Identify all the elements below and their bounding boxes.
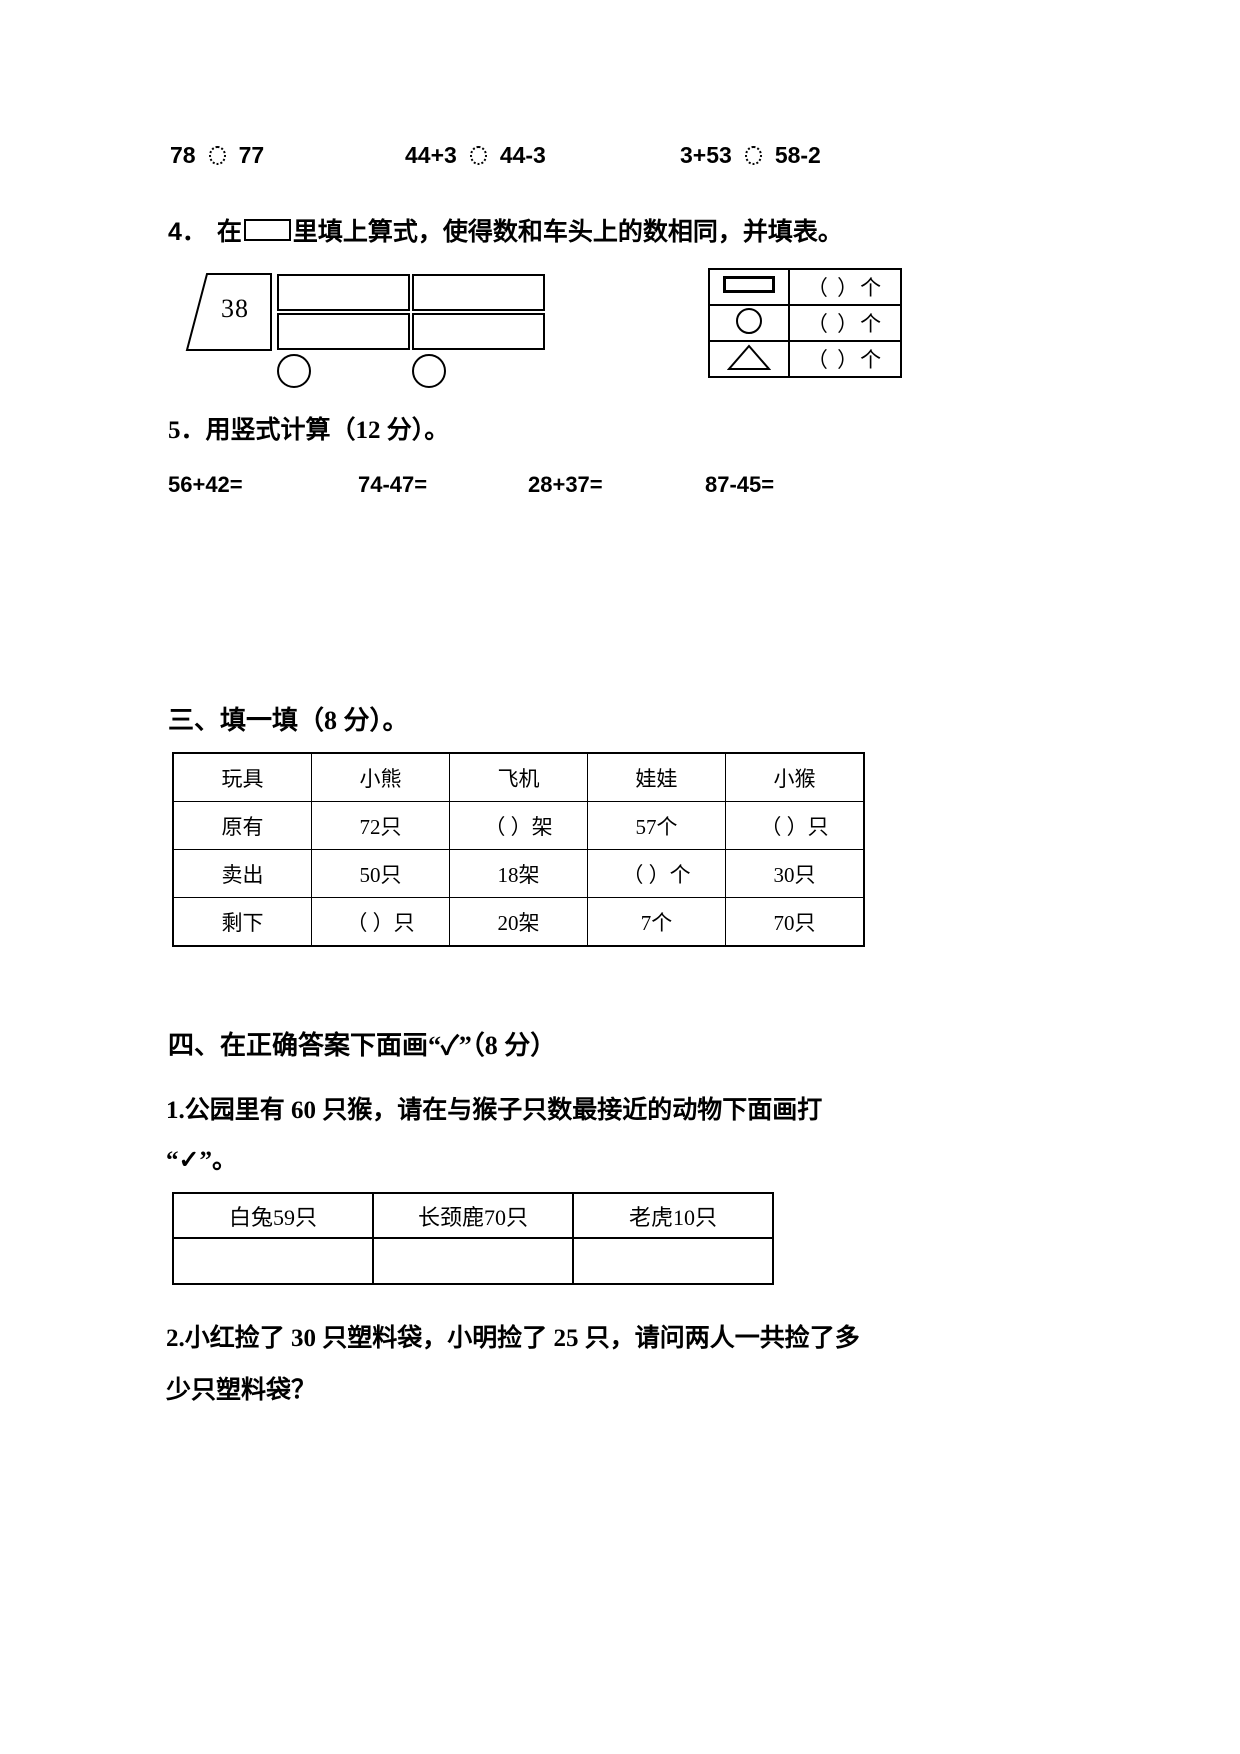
animal-option-tiger: 老虎10只 (572, 1192, 774, 1239)
toys-header-monkey: 小猴 (725, 752, 865, 802)
table-row: 原有 72只 （ ）架 57个 （ ）只 (172, 801, 865, 850)
legend-count-circle[interactable]: （ ）个 (788, 304, 902, 342)
comparison-circle-icon[interactable] (469, 146, 487, 165)
train-car-1-bottom-blank[interactable] (277, 313, 410, 350)
question-5-prompt: 5．用竖式计算（12 分）。 (168, 417, 450, 444)
compare-expressions-row: 78 77 44+3 44-3 3+53 58-2 (170, 142, 870, 176)
compare-right-2: 44-3 (499, 142, 546, 168)
animal-option-rabbit: 白兔59只 (172, 1192, 374, 1239)
q5-expression-3: 28+37= (528, 472, 603, 497)
circle-icon (736, 307, 762, 334)
toys-header-bear: 小熊 (311, 752, 450, 802)
toys-header-plane: 飞机 (449, 752, 588, 802)
q5-expression-4: 87-45= (705, 472, 775, 497)
section-4-q2-line-1: 2.小红捡了 30 只塑料袋，小明捡了 25 只，请问两人一共捡了多 (166, 1325, 860, 1352)
train-wheel-1 (277, 354, 311, 388)
animal-answer-giraffe[interactable] (372, 1237, 574, 1285)
toys-row-label-original: 原有 (172, 801, 312, 850)
animal-answer-rabbit[interactable] (172, 1237, 374, 1285)
compare-item-2: 44+3 44-3 (405, 142, 546, 169)
legend-row-triangle: （ ）个 (708, 340, 902, 378)
triangle-icon (726, 343, 772, 370)
animals-option-row: 白兔59只 长颈鹿70只 老虎10只 (172, 1192, 774, 1239)
table-row: 剩下 （ ）只 20架 7个 70只 (172, 897, 865, 947)
toys-cell-remaining-bear[interactable]: （ ）只 (311, 897, 450, 947)
toys-cell-original-doll: 57个 (587, 801, 726, 850)
compare-left-3: 3+53 (680, 142, 732, 168)
toys-cell-sold-bear: 50只 (311, 849, 450, 898)
question-4-text-after: 里填上算式，使得数和车头上的数相同，并填表。 (292, 219, 843, 246)
toys-row-label-sold: 卖出 (172, 849, 312, 898)
section-3-heading: 三、填一填（8 分）。 (168, 706, 409, 735)
toys-cell-remaining-monkey: 70只 (725, 897, 865, 947)
animal-option-giraffe: 长颈鹿70只 (372, 1192, 574, 1239)
train-engine-number: 38 (221, 294, 249, 323)
question-4-prompt: 4． 在 里填上算式，使得数和车头上的数相同，并填表。 (168, 212, 843, 248)
legend-count-triangle[interactable]: （ ）个 (788, 340, 902, 378)
rectangle-icon (723, 276, 775, 293)
legend-shape-circle-cell (708, 304, 790, 342)
section-4-q1-line-1: 1.公园里有 60 只猴，请在与猴子只数最接近的动物下面画打 (166, 1097, 823, 1124)
legend-row-circle: （ ）个 (708, 304, 902, 342)
q5-expression-1: 56+42= (168, 472, 243, 497)
question-4-text-before: 在 (216, 219, 242, 246)
train-engine-shape (185, 273, 272, 351)
toys-header-label: 玩具 (172, 752, 312, 802)
comparison-circle-icon[interactable] (208, 146, 226, 165)
animals-answer-row (172, 1237, 774, 1285)
q5-expression-2: 74-47= (358, 472, 428, 497)
section-4-q1-line-2: “✓”。 (166, 1147, 237, 1174)
legend-row-rectangle: （ ）个 (708, 268, 902, 306)
section-4-heading: 四、在正确答案下面画“✓”（8 分） (168, 1031, 557, 1060)
question-4-number: 4． (168, 218, 207, 246)
animal-answer-tiger[interactable] (572, 1237, 774, 1285)
compare-right-3: 58-2 (774, 142, 821, 168)
toys-table-header-row: 玩具 小熊 飞机 娃娃 小猴 (172, 752, 865, 802)
legend-shape-triangle-cell (708, 340, 790, 378)
toys-cell-original-bear: 72只 (311, 801, 450, 850)
legend-shape-rectangle-cell (708, 268, 790, 306)
toys-cell-remaining-plane: 20架 (449, 897, 588, 947)
train-car-1-top-blank[interactable] (277, 274, 410, 311)
compare-item-1: 78 77 (170, 142, 264, 169)
toys-cell-sold-plane: 18架 (449, 849, 588, 898)
compare-item-3: 3+53 58-2 (680, 142, 821, 169)
comparison-circle-icon[interactable] (744, 146, 762, 165)
toys-header-doll: 娃娃 (587, 752, 726, 802)
animals-choice-table: 白兔59只 长颈鹿70只 老虎10只 (172, 1192, 774, 1285)
toys-cell-original-plane[interactable]: （ ）架 (449, 801, 588, 850)
toys-cell-original-monkey[interactable]: （ ）只 (725, 801, 865, 850)
train-car-2-bottom-blank[interactable] (412, 313, 545, 350)
toys-cell-sold-monkey: 30只 (725, 849, 865, 898)
toys-cell-remaining-doll: 7个 (587, 897, 726, 947)
question-5-expressions: 56+42= 74-47= 28+37= 87-45= (168, 472, 968, 502)
toys-table: 玩具 小熊 飞机 娃娃 小猴 原有 72只 （ ）架 57个 （ ）只 卖出 5… (172, 752, 865, 947)
blank-box-icon[interactable] (243, 219, 291, 241)
toys-cell-sold-doll[interactable]: （ ）个 (587, 849, 726, 898)
compare-right-1: 77 (238, 142, 265, 168)
table-row: 卖出 50只 18架 （ ）个 30只 (172, 849, 865, 898)
shape-count-table: （ ）个 （ ）个 （ ）个 (708, 268, 902, 378)
compare-left-1: 78 (170, 142, 196, 168)
train-car-2-top-blank[interactable] (412, 274, 545, 311)
train-wheel-2 (412, 354, 446, 388)
section-4-q2-line-2: 少只塑料袋？ (166, 1377, 317, 1404)
legend-count-rectangle[interactable]: （ ）个 (788, 268, 902, 306)
toys-row-label-remaining: 剩下 (172, 897, 312, 947)
compare-left-2: 44+3 (405, 142, 457, 168)
